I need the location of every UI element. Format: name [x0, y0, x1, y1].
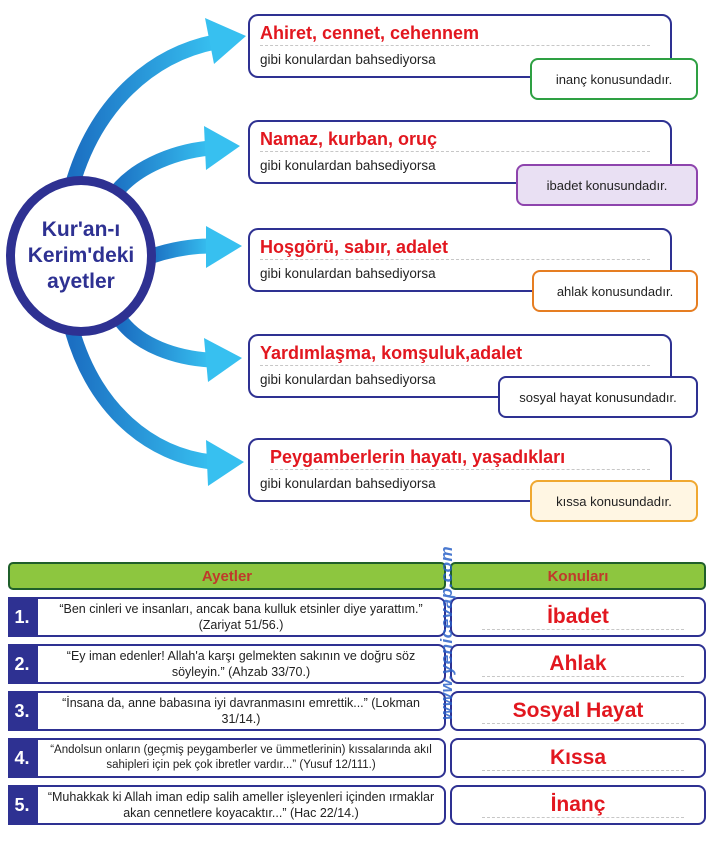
row-number: 3. — [8, 691, 36, 731]
arrow-2 — [104, 126, 240, 206]
answer-cell: İnanç — [450, 785, 706, 825]
result-badge-3: ahlak konusundadır. — [532, 270, 698, 312]
topic-desc: gibi konulardan bahsediyorsa — [260, 372, 436, 387]
answer-text: Sosyal Hayat — [512, 699, 644, 722]
answer-text: İbadet — [547, 605, 609, 628]
verse-text: “İnsana da, anne babasına iyi davranması… — [62, 696, 420, 726]
topic-title: Hoşgörü, sabır, adalet — [260, 236, 650, 260]
header-konulari: Konuları — [450, 562, 706, 590]
topic-title: Yardımlaşma, komşuluk,adalet — [260, 342, 650, 366]
result-label: inanç konusundadır. — [555, 71, 673, 87]
header-label: Konuları — [547, 567, 609, 585]
hub-circle: Kur'an-ı Kerim'deki ayetler — [6, 176, 156, 336]
result-label: kıssa konusundadır. — [556, 493, 672, 509]
answer-line — [482, 723, 684, 724]
topic-box-2: Namaz, kurban, oruç gibi konulardan bahs… — [248, 120, 672, 184]
answer-line — [482, 629, 684, 630]
topic-desc: gibi konulardan bahsediyorsa — [260, 476, 436, 491]
result-label: ahlak konusundadır. — [556, 283, 674, 299]
answer-text: İnanç — [550, 793, 606, 816]
topic-title: Peygamberlerin hayatı, yaşadıkları — [270, 446, 650, 470]
arrow-4 — [114, 314, 242, 382]
answer-line — [482, 676, 684, 677]
topic-desc: gibi konulardan bahsediyorsa — [260, 52, 436, 67]
arrow-5 — [64, 322, 244, 486]
hub-label: Kur'an-ı Kerim'deki ayetler — [27, 218, 135, 293]
topic-title: Ahiret, cennet, cehennem — [260, 22, 650, 46]
result-label: sosyal hayat konusundadır. — [519, 389, 677, 405]
arrow-1 — [64, 18, 246, 194]
row-number: 5. — [8, 785, 36, 825]
result-badge-1: inanç konusundadır. — [530, 58, 698, 100]
verse-text: “Muhakkak ki Allah iman edip salih amell… — [47, 790, 435, 820]
answer-cell: İbadet — [450, 597, 706, 637]
answer-line — [482, 817, 684, 818]
topic-title: Namaz, kurban, oruç — [260, 128, 650, 152]
answer-cell: Ahlak — [450, 644, 706, 684]
result-label: ibadet konusundadır. — [546, 177, 668, 193]
verse-cell: “Ben cinleri ve insanları, ancak bana ku… — [36, 597, 446, 637]
verse-text: “Andolsun onların (geçmiş peygamberler v… — [50, 744, 432, 771]
topic-desc: gibi konulardan bahsediyorsa — [260, 266, 436, 281]
answer-text: Ahlak — [549, 652, 607, 675]
row-number: 1. — [8, 597, 36, 637]
verse-text: “Ey iman edenler! Allah'a karşı gelmekte… — [66, 649, 416, 679]
header-ayetler: Ayetler — [8, 562, 446, 590]
answer-cell: Sosyal Hayat — [450, 691, 706, 731]
arrow-3 — [144, 226, 242, 268]
verse-cell: “Ey iman edenler! Allah'a karşı gelmekte… — [36, 644, 446, 684]
row-number: 4. — [8, 738, 36, 778]
answer-line — [482, 770, 684, 771]
verse-cell: “Muhakkak ki Allah iman edip salih amell… — [36, 785, 446, 825]
answer-cell: Kıssa — [450, 738, 706, 778]
watermark-text: www.yenicevap.com — [437, 545, 456, 720]
header-label: Ayetler — [201, 567, 253, 585]
verse-text: “Ben cinleri ve insanları, ancak bana ku… — [59, 602, 423, 632]
verse-cell: “Andolsun onların (geçmiş peygamberler v… — [36, 738, 446, 778]
result-badge-4: sosyal hayat konusundadır. — [498, 376, 698, 418]
verse-cell: “İnsana da, anne babasına iyi davranması… — [36, 691, 446, 731]
result-badge-2: ibadet konusundadır. — [516, 164, 698, 206]
result-badge-5: kıssa konusundadır. — [530, 480, 698, 522]
answer-text: Kıssa — [549, 746, 607, 769]
topic-desc: gibi konulardan bahsediyorsa — [260, 158, 436, 173]
row-number: 2. — [8, 644, 36, 684]
